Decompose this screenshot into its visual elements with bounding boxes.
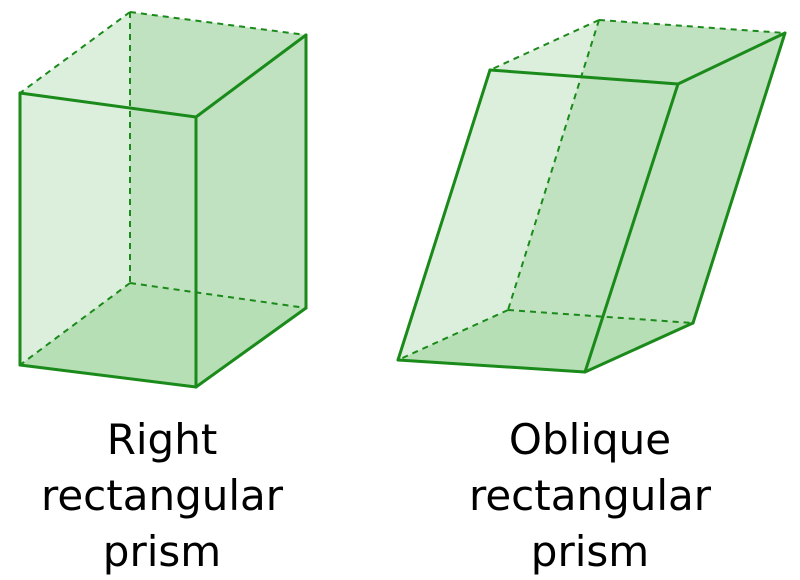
right-prism-front-face [20, 93, 196, 387]
right-prism-hidden-edge-bottom-left [19, 282, 131, 366]
oblique-prism-edge [676, 31, 787, 86]
right-prism-caption: Right rectangular prism [22, 412, 302, 580]
right-prism-side-face [196, 35, 306, 387]
right-prism-bottom-face [20, 283, 306, 387]
right-prism-hidden-edge-bottom-back [129, 282, 307, 309]
oblique-prism-edge [691, 31, 787, 325]
right-prism-edge [194, 306, 308, 389]
oblique-prism-hidden-edge-bottom-left [397, 309, 509, 361]
oblique-prism-edge [396, 68, 492, 362]
right-prism-top-face [20, 12, 306, 117]
oblique-prism-caption-line-1: Oblique [508, 415, 672, 464]
right-prism-edge [18, 363, 198, 389]
oblique-prism-edge [488, 68, 680, 86]
oblique-prism-caption-line-2: rectangular [468, 471, 712, 520]
oblique-prism-caption-line-3: prism [530, 527, 650, 576]
oblique-prism-side-face [585, 33, 785, 372]
oblique-prism-hidden-edge-top-back [598, 19, 786, 34]
oblique-prism-caption: Oblique rectangular prism [450, 412, 730, 580]
right-prism-back-face [130, 12, 306, 308]
oblique-prism-edge [396, 358, 587, 374]
oblique-prism [396, 19, 787, 374]
oblique-prism-edge [583, 82, 680, 374]
right-prism-caption-line-2: rectangular [40, 471, 284, 520]
right-prism-caption-line-3: prism [102, 527, 222, 576]
right-prism-edge [18, 91, 198, 119]
right-prism-edge [194, 33, 308, 119]
oblique-prism-hidden-edge-bottom-back [507, 309, 694, 324]
oblique-prism-edge [583, 321, 695, 374]
oblique-prism-hidden-edge-top-left [489, 19, 600, 71]
oblique-prism-hidden-edge-slant [507, 19, 600, 311]
right-prism-hidden-edge-top-left [19, 11, 131, 94]
right-prism-hidden-edge-top-back [129, 11, 307, 36]
oblique-prism-bottom-face [398, 310, 693, 372]
right-prism-caption-line-1: Right [106, 415, 218, 464]
right-prism [18, 11, 308, 389]
